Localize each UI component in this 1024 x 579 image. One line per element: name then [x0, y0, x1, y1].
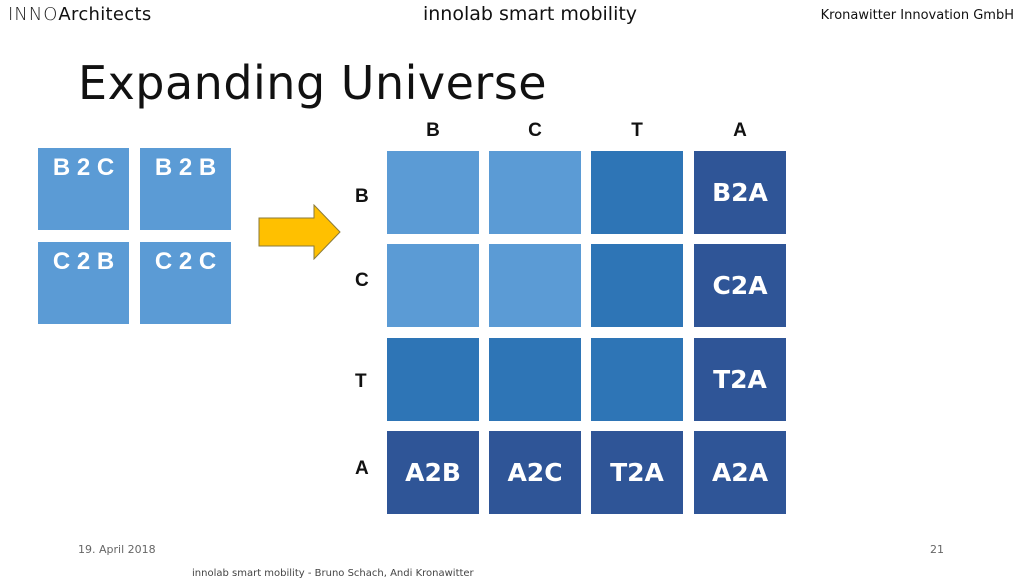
column-label-a: A	[733, 120, 747, 141]
box-b2c: B 2 C	[38, 148, 129, 230]
cell-t-a: T2A	[694, 338, 786, 421]
page-number: 21	[930, 543, 944, 556]
row-label-a: A	[355, 458, 369, 479]
logo: INNOArchitects	[8, 4, 152, 25]
cell-a-a: A2A	[694, 431, 786, 514]
cell-b-t	[591, 151, 683, 234]
cell-a-b: A2B	[387, 431, 479, 514]
header-title: innolab smart mobility	[422, 3, 638, 25]
cell-t-b	[387, 338, 479, 421]
logo-suffix: Architects	[58, 4, 152, 25]
company-name: Kronawitter Innovation GmbH	[820, 8, 1014, 23]
column-label-c: C	[528, 120, 542, 141]
cell-t-t	[591, 338, 683, 421]
row-label-t: T	[355, 371, 367, 392]
cell-b-b	[387, 151, 479, 234]
footer-date: 19. April 2018	[78, 543, 156, 556]
box-b2b: B 2 B	[140, 148, 231, 230]
logo-prefix: INNO	[8, 4, 59, 25]
cell-c-a: C2A	[694, 244, 786, 327]
cell-c-b	[387, 244, 479, 327]
box-c2b: C 2 B	[38, 242, 129, 324]
cell-c-c	[489, 244, 581, 327]
cell-b-a: B2A	[694, 151, 786, 234]
cell-t-c	[489, 338, 581, 421]
row-label-b: B	[355, 186, 369, 207]
arrow-shape	[258, 204, 341, 260]
arrow-right-icon	[258, 204, 341, 260]
cell-a-c: A2C	[489, 431, 581, 514]
slide-title: Expanding Universe	[78, 56, 548, 110]
box-c2c: C 2 C	[140, 242, 231, 324]
cell-b-c	[489, 151, 581, 234]
cell-a-t: T2A	[591, 431, 683, 514]
column-label-t: T	[631, 120, 643, 141]
row-label-c: C	[355, 270, 369, 291]
column-label-b: B	[426, 120, 440, 141]
footer-text: innolab smart mobility - Bruno Schach, A…	[192, 568, 474, 579]
cell-c-t	[591, 244, 683, 327]
